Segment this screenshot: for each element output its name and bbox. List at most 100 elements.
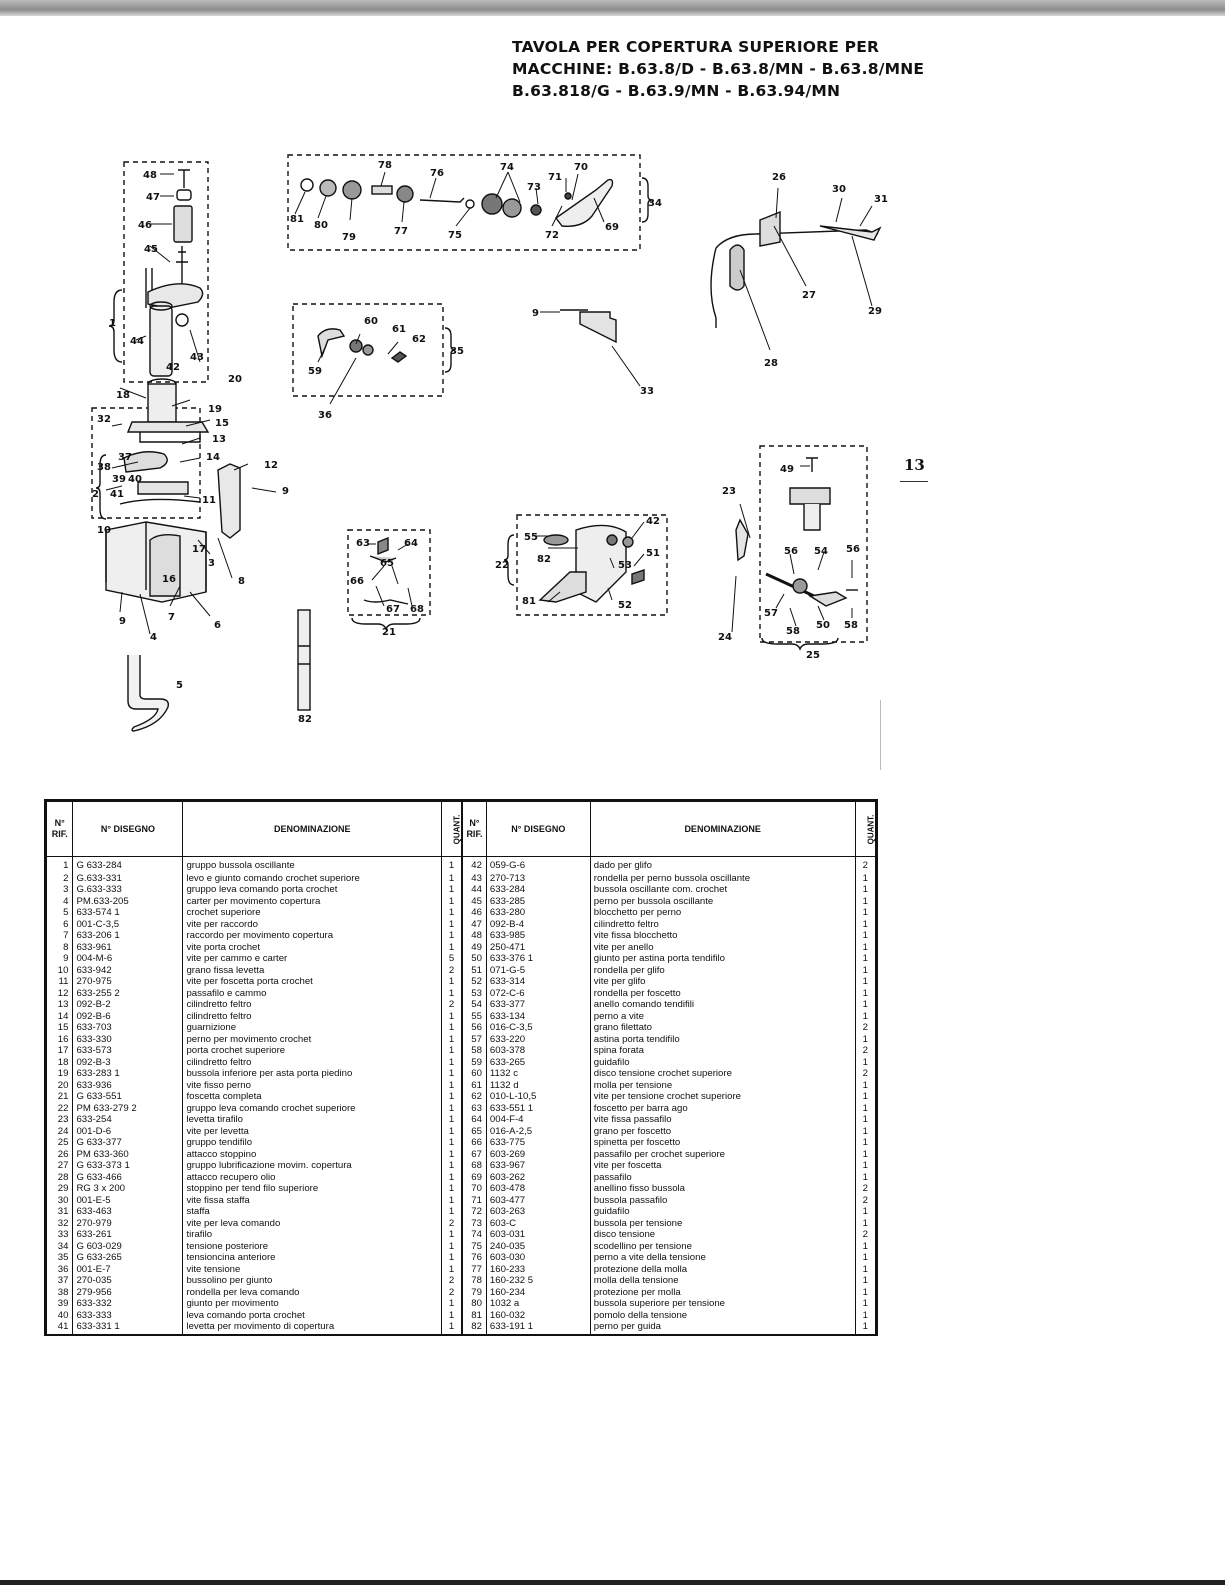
part-description: giunto per movimento: [182, 1299, 443, 1311]
callout-28: 28: [764, 358, 778, 369]
part-description: vite per leva comando: [182, 1218, 443, 1231]
part-quantity: 1: [854, 965, 877, 978]
part-drawing-no: 270-713: [485, 873, 591, 886]
part-drawing-no: 603-262: [485, 1172, 591, 1185]
callout-52: 52: [618, 600, 632, 611]
part-ref: 54: [460, 1000, 487, 1012]
callout-7: 7: [168, 612, 175, 623]
callout-45: 45: [144, 244, 158, 255]
part-ref: 27: [45, 1161, 74, 1173]
part-quantity: 1: [854, 1322, 877, 1334]
part-quantity: 2: [854, 1184, 877, 1196]
part-drawing-no: G.633-331: [72, 873, 184, 886]
brace-1: [108, 289, 123, 363]
part-ref: 32: [45, 1218, 74, 1231]
callout-12: 12: [264, 460, 278, 471]
part-ref: 6: [45, 919, 74, 932]
part-drawing-no: 633-134: [485, 1011, 591, 1024]
part-drawing-no: G 633-265: [72, 1253, 184, 1265]
part-drawing-no: G 633-373 1: [72, 1161, 184, 1173]
callout-11: 11: [202, 495, 216, 506]
callout-44: 44: [130, 336, 144, 347]
part-ref: 16: [45, 1034, 74, 1047]
part-ref: 33: [45, 1230, 74, 1242]
part-drawing-no: 603-378: [485, 1046, 591, 1058]
part-description: passafilo e cammo: [182, 988, 443, 1001]
part-ref: 41: [45, 1322, 74, 1334]
part-description: grano fissa levetta: [182, 965, 443, 978]
part-description: vite fissa staffa: [182, 1195, 443, 1208]
group-box-35: [292, 303, 444, 397]
part-description: gruppo bussola oscillante: [182, 856, 443, 874]
part-ref: 5: [45, 908, 74, 920]
part-description: vite fissa passafilo: [589, 1115, 856, 1127]
part-quantity: 1: [441, 1172, 463, 1185]
part-quantity: 1: [854, 1287, 877, 1300]
callout-76: 76: [430, 168, 444, 179]
part-drawing-no: 633-254: [72, 1115, 184, 1127]
part-ref: 52: [460, 977, 487, 989]
callout-63: 63: [356, 538, 370, 549]
part-quantity: 1: [854, 1034, 877, 1047]
part-description: pomolo della tensione: [589, 1310, 856, 1323]
part-drawing-no: 092-B-6: [72, 1011, 184, 1024]
part-quantity: 1: [854, 908, 877, 920]
part-quantity: 1: [854, 1057, 877, 1070]
parts-list: N° RIF. N° DISEGNO DENOMINAZIONE QUANT. …: [45, 801, 877, 1334]
part-ref: 14: [45, 1011, 74, 1024]
part-drawing-no: G 603-029: [72, 1241, 184, 1254]
part-ref: 2: [45, 873, 74, 886]
part-ref: 20: [45, 1080, 74, 1093]
part-ref: 7: [45, 931, 74, 943]
part-quantity: 1: [854, 919, 877, 932]
part-drawing-no: 092-B-3: [72, 1057, 184, 1070]
part-quantity: 2: [441, 1276, 463, 1288]
group-box-22: [516, 514, 668, 616]
part-ref: 10: [45, 965, 74, 978]
exploded-parts-diagram: 48 47 46 45 1 44 42 43 20 18 19 15 32 13…: [91, 154, 888, 732]
part-description: perno per bussola oscillante: [589, 896, 856, 909]
part-quantity: 1: [441, 1264, 463, 1277]
part-drawing-no: 279-956: [72, 1287, 184, 1300]
part-ref: 76: [460, 1253, 487, 1265]
col-rif-right: N° RIF.: [460, 801, 487, 857]
part-quantity: 1: [854, 1218, 877, 1231]
part-drawing-no: 633-985: [485, 931, 591, 943]
callout-23: 23: [722, 486, 736, 497]
part-drawing-no: 1132 c: [485, 1069, 591, 1081]
part-drawing-no: 071-G-5: [485, 965, 591, 978]
page-title: TAVOLA PER COPERTURA SUPERIORE PER MACCH…: [512, 36, 932, 102]
group-box-2: [91, 407, 201, 519]
part-drawing-no: 633-961: [72, 942, 184, 955]
title-line-2: MACCHINE: B.63.8/D - B.63.8/MN - B.63.8/…: [512, 60, 925, 78]
callout-34: 34: [648, 198, 662, 209]
part-ref: 77: [460, 1264, 487, 1277]
callout-48: 48: [143, 170, 157, 181]
callout-15: 15: [215, 418, 229, 429]
brace-22: [503, 534, 515, 586]
part-quantity: 1: [854, 1253, 877, 1265]
part-quantity: 1: [854, 1310, 877, 1323]
part-description: tensioncina anteriore: [182, 1253, 443, 1265]
part-quantity: 1: [854, 988, 877, 1001]
part-ref: 29: [45, 1184, 74, 1196]
part-quantity: 1: [441, 1069, 463, 1081]
callout-9c: 9: [532, 308, 539, 319]
part-description: perno a vite della tensione: [589, 1253, 856, 1265]
part-quantity: 1: [854, 1126, 877, 1139]
part-description: vite per cammo e carter: [182, 954, 443, 966]
part-description: grano per foscetto: [589, 1126, 856, 1139]
callout-32: 32: [97, 414, 111, 425]
part-quantity: 2: [441, 1287, 463, 1300]
part-drawing-no: 603-478: [485, 1184, 591, 1196]
part-drawing-no: 001-D-6: [72, 1126, 184, 1139]
callout-56: 56: [784, 546, 798, 557]
part-drawing-no: 092-B-2: [72, 1000, 184, 1012]
part-quantity: 1: [854, 1264, 877, 1277]
part-ref: 24: [45, 1126, 74, 1139]
